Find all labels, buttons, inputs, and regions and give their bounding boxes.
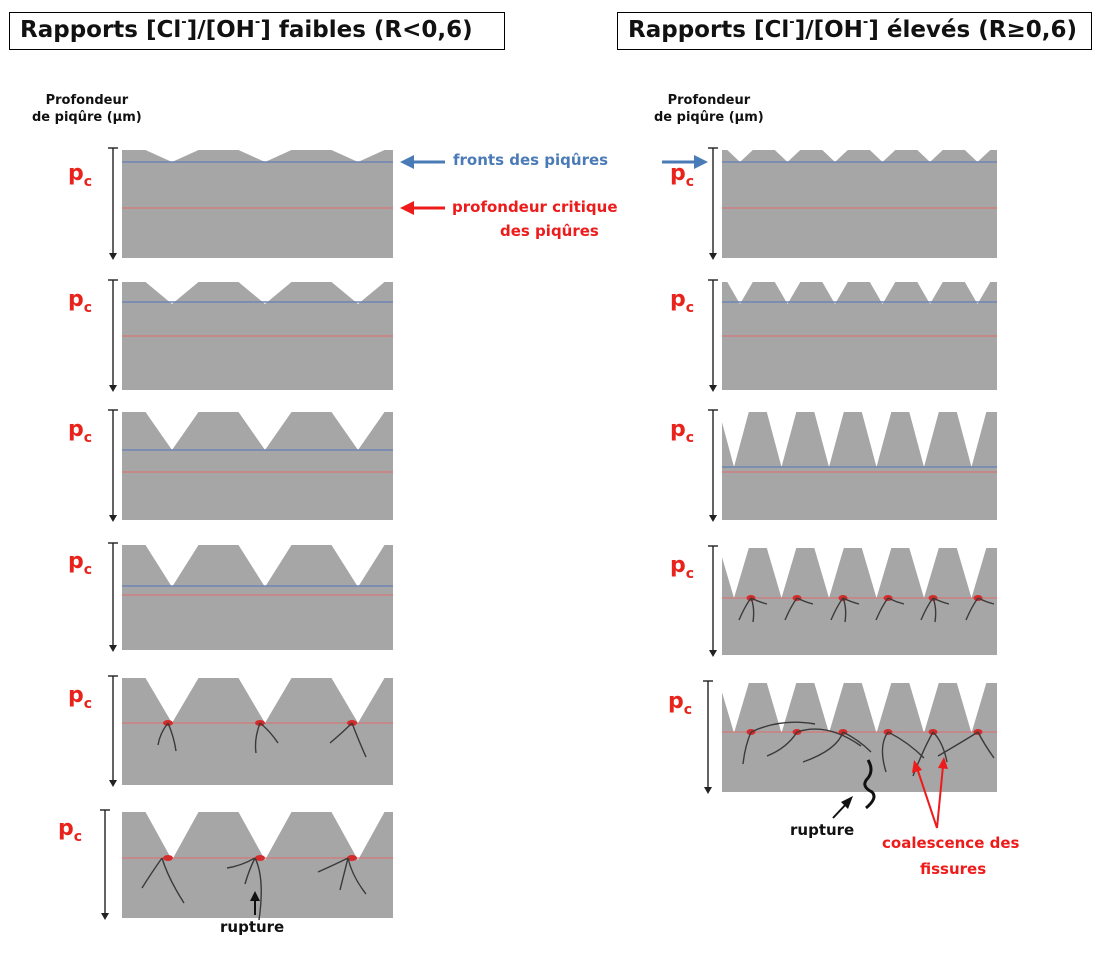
left-pc-label-5: pc: [68, 682, 93, 712]
left-pc-label-1: pc: [68, 161, 93, 191]
right-pc-label-5: pc: [668, 688, 693, 718]
pit-fronts-arrow-left: [400, 155, 445, 169]
coalescence-label-line2: fissures: [920, 860, 987, 878]
left-panel-4: [122, 545, 393, 650]
left-depth-axis-3: [108, 409, 118, 522]
left-pc-label-6: pc: [58, 816, 83, 846]
crack-initiation-dot: [163, 855, 173, 861]
right-panel-4: [722, 548, 997, 655]
left-depth-axis-4: [108, 542, 118, 652]
critical-depth-label-line2: des piqûres: [500, 222, 599, 240]
coalescence-label-line1: coalescence des: [882, 834, 1020, 852]
right-depth-axis-3: [708, 409, 718, 522]
right-panel-3: [722, 412, 997, 520]
right-pc-label-2: pc: [670, 287, 695, 317]
left-title: Rapports [Cl-]/[OH-] faibles (R<0,6): [9, 12, 505, 50]
rupture-label-left: rupture: [220, 918, 285, 936]
left-pc-label-4: pc: [68, 548, 93, 578]
right-pc-label-4: pc: [670, 552, 695, 582]
crack-initiation-dot: [347, 855, 357, 861]
right-panel-1: [722, 150, 997, 258]
critical-depth-arrow: [400, 201, 445, 215]
critical-depth-label-line1: profondeur critique: [452, 198, 618, 216]
pit-fronts-arrow-right: [662, 155, 708, 169]
rupture-label-right: rupture: [790, 821, 855, 839]
right-title: Rapports [Cl-]/[OH-] élevés (R≥0,6): [617, 12, 1092, 50]
left-panel-5: [122, 678, 393, 785]
left-pc-label-2: pc: [68, 287, 93, 317]
left-depth-axis-1: [108, 147, 118, 260]
right-pc-label-1: pc: [670, 161, 695, 191]
left-panel-1: [122, 150, 393, 258]
right-depth-axis-label: Profondeur de piqûre (µm): [654, 93, 764, 125]
right-depth-axis-1: [708, 147, 718, 260]
right-panel-5: [722, 683, 997, 810]
rupture-arrow-left: [250, 891, 260, 915]
right-depth-axis-4: [708, 545, 718, 657]
left-depth-axis-5: [108, 675, 118, 787]
left-panel-2: [122, 282, 393, 390]
left-pc-label-3: pc: [68, 417, 93, 447]
right-depth-axis-2: [708, 279, 718, 392]
right-depth-axis-5: [703, 680, 713, 794]
coalescence-arrows: [912, 757, 948, 829]
left-depth-axis-2: [108, 279, 118, 392]
rupture-crack: [863, 759, 876, 810]
rupture-arrow-right: [832, 796, 853, 819]
crack-initiation-dot: [255, 855, 265, 861]
right-panel-2: [722, 282, 997, 390]
left-depth-axis-label: Profondeur de piqûre (µm): [32, 93, 142, 125]
pit-fronts-label: fronts des piqûres: [453, 151, 609, 169]
left-depth-axis-6: [100, 809, 110, 920]
left-panel-3: [122, 412, 393, 520]
right-pc-label-3: pc: [670, 417, 695, 447]
left-panel-6: [122, 812, 393, 921]
